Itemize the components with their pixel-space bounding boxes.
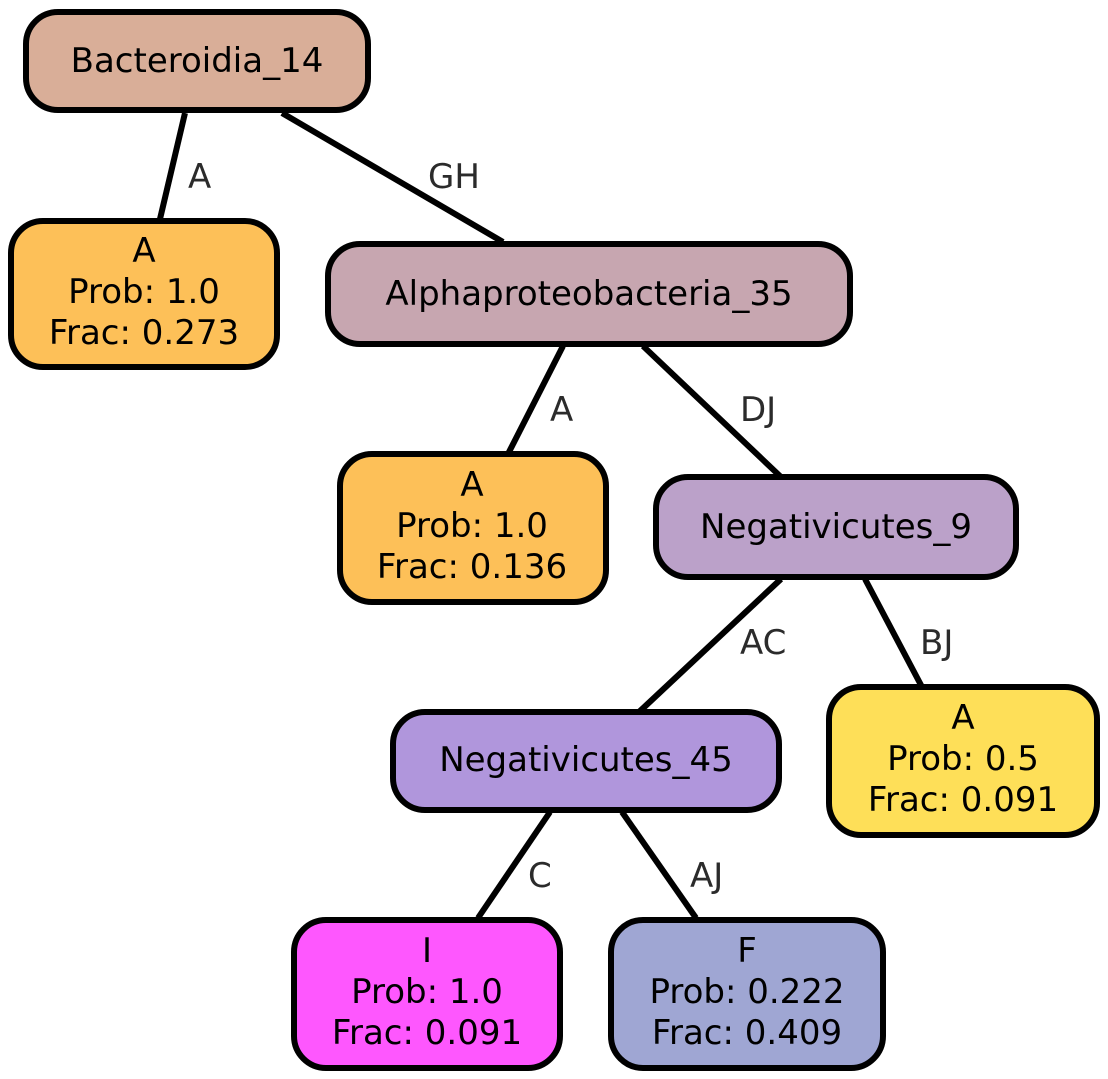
edge-label-root-to-leaf-a1: A	[188, 157, 211, 197]
node-frac-label: Frac: 0.091	[868, 780, 1058, 820]
node-label: Bacteroidia_14	[71, 41, 324, 81]
leaf-node-a-3: A Prob: 0.5 Frac: 0.091	[826, 684, 1100, 838]
edge-label-neg45-to-leaf-i: C	[528, 856, 552, 896]
node-class-label: A	[460, 465, 483, 505]
node-label: Negativicutes_9	[700, 507, 972, 547]
node-box	[291, 917, 563, 1071]
edge-root-to-leaf-a1	[157, 112, 188, 220]
leaf-node-a-1: A Prob: 1.0 Frac: 0.273	[8, 218, 280, 370]
node-prob-label: Prob: 1.0	[351, 972, 503, 1012]
node-bacteroidia-14: Bacteroidia_14	[23, 9, 371, 113]
node-box	[8, 218, 280, 370]
node-class-label: A	[951, 698, 974, 738]
edge-label-neg9-to-leaf-a3: BJ	[920, 623, 953, 663]
node-negativicutes-45: Negativicutes_45	[390, 709, 782, 813]
leaf-node-f: F Prob: 0.222 Frac: 0.409	[608, 917, 886, 1071]
edge-root-to-alpha	[280, 110, 505, 245]
leaf-node-a-2: A Prob: 1.0 Frac: 0.136	[337, 451, 609, 605]
node-class-label: A	[132, 231, 155, 271]
node-prob-label: Prob: 0.5	[887, 739, 1039, 779]
node-negativicutes-9: Negativicutes_9	[653, 474, 1019, 580]
edge-label-root-to-alpha: GH	[428, 157, 480, 197]
edge-neg9-to-leaf-a3	[862, 577, 925, 689]
edge-label-neg45-to-leaf-f: AJ	[690, 856, 723, 896]
edge-alpha-to-leaf-a2	[505, 344, 566, 456]
node-frac-label: Frac: 0.273	[49, 313, 239, 353]
leaf-node-i: I Prob: 1.0 Frac: 0.091	[291, 917, 563, 1071]
node-box	[653, 474, 1019, 580]
node-class-label: F	[737, 931, 757, 971]
node-label: Alphaproteobacteria_35	[385, 274, 792, 314]
edge-alpha-to-neg9	[640, 343, 784, 480]
node-alphaproteobacteria-35: Alphaproteobacteria_35	[325, 241, 853, 347]
node-box	[325, 241, 853, 347]
node-prob-label: Prob: 1.0	[68, 272, 220, 312]
node-box	[826, 684, 1100, 838]
edge-label-alpha-to-leaf-a2: A	[550, 390, 573, 430]
node-frac-label: Frac: 0.136	[377, 547, 567, 587]
node-box	[337, 451, 609, 605]
node-prob-label: Prob: 0.222	[649, 972, 844, 1012]
node-frac-label: Frac: 0.091	[332, 1013, 522, 1053]
node-box	[23, 9, 371, 113]
edge-neg9-to-neg45	[636, 576, 784, 715]
node-frac-label: Frac: 0.409	[652, 1013, 842, 1053]
edge-neg45-to-leaf-i	[475, 810, 553, 920]
edge-label-alpha-to-neg9: DJ	[740, 390, 776, 430]
edge-label-neg9-to-neg45: AC	[740, 623, 786, 663]
node-box	[608, 917, 886, 1071]
node-class-label: I	[422, 931, 432, 971]
node-prob-label: Prob: 1.0	[396, 506, 548, 546]
edge-labels: A GH A DJ AC BJ C AJ	[188, 157, 953, 896]
node-label: Negativicutes_45	[439, 740, 733, 780]
edge-neg45-to-leaf-f	[619, 810, 699, 920]
edges	[157, 110, 925, 920]
node-box	[390, 709, 782, 813]
